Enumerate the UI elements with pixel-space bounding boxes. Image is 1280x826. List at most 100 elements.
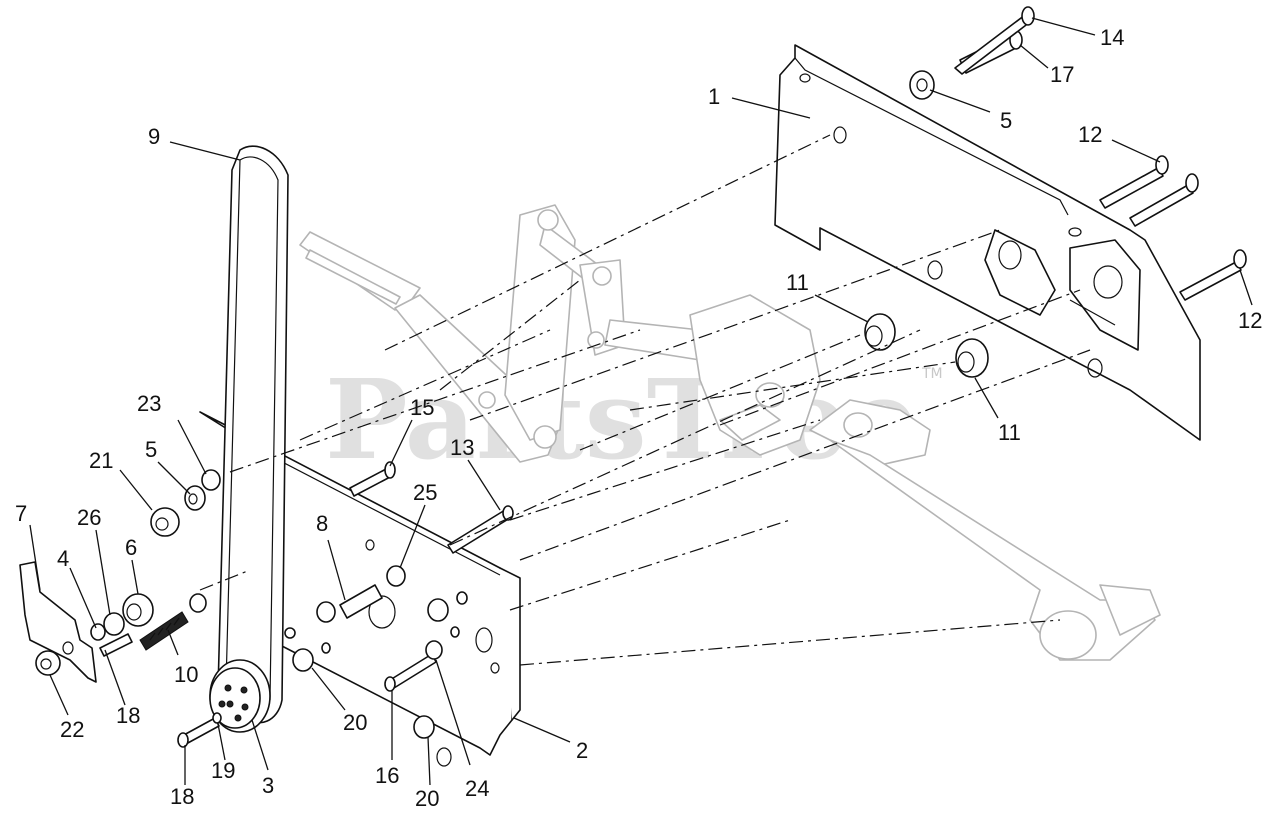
leader-19	[217, 723, 226, 761]
align-line-14	[229, 329, 641, 473]
plate-flange	[499, 567, 521, 721]
leader-25	[399, 504, 426, 569]
leader-10	[167, 629, 179, 656]
ghost-pedal-pad	[299, 231, 421, 311]
align-line-2	[439, 279, 581, 391]
leader-6	[131, 559, 139, 595]
leader-2	[513, 717, 571, 743]
washer-plate-2	[450, 626, 460, 638]
small-bracket-hole	[62, 641, 74, 655]
bracket-slot	[1069, 299, 1116, 326]
leader-15	[389, 419, 413, 467]
pin-14-head	[1021, 6, 1035, 26]
bracket-hole-5	[1068, 227, 1082, 237]
leader-22	[49, 674, 69, 716]
bracket-ear	[984, 229, 1056, 316]
plate-hole-large	[368, 595, 396, 629]
bushing-11-a-bore	[865, 325, 883, 347]
washer-26	[103, 612, 125, 636]
part-3-pulley	[209, 659, 271, 733]
nut-20-lower	[413, 715, 435, 739]
leader-17	[1019, 44, 1049, 69]
nut-22	[35, 650, 61, 676]
leader-14	[1031, 17, 1096, 36]
callout-25: 25	[413, 480, 437, 505]
washer-5-left	[184, 485, 206, 511]
callout-21: 21	[89, 448, 113, 473]
leader-26	[95, 529, 111, 616]
align-line-3	[299, 329, 551, 441]
ghost-brake-arm	[604, 294, 1161, 661]
ghost-pedal-assembly	[299, 204, 626, 463]
callout-24: 24	[465, 776, 489, 801]
callout-18-upper: 18	[116, 703, 140, 728]
callout-12-b: 12	[1238, 308, 1262, 333]
leader-13	[467, 459, 501, 511]
part-1-frame-bracket	[774, 44, 1201, 441]
callout-13: 13	[450, 435, 474, 460]
leader-1	[731, 97, 811, 119]
leader-4	[69, 567, 97, 629]
callout-19: 19	[211, 758, 235, 783]
part-9-belt	[217, 145, 289, 724]
callout-14: 14	[1100, 25, 1124, 50]
callout-17: 17	[1050, 62, 1074, 87]
callout-23: 23	[137, 391, 161, 416]
ghost-sector-plate	[689, 294, 821, 456]
align-line-1	[384, 134, 831, 351]
plate-hole-small-2	[490, 662, 500, 674]
callout-20-lower: 20	[415, 786, 439, 811]
washer-5-top	[909, 70, 935, 100]
pulley-hole-5	[234, 714, 242, 722]
pulley-hole-4	[241, 703, 249, 711]
pulley-hole-3	[226, 700, 234, 708]
callout-5-left: 5	[145, 437, 157, 462]
align-line-8	[449, 329, 921, 546]
pin-13-head	[502, 505, 514, 521]
stud-plate	[284, 627, 296, 639]
callout-11-b: 11	[998, 420, 1021, 445]
leader-lines	[29, 17, 1253, 786]
nut-22-bore	[40, 658, 52, 670]
ghost-pivot-top	[537, 209, 559, 231]
callout-10: 10	[174, 662, 198, 687]
washer-5-top-hole	[916, 78, 928, 92]
callout-2: 2	[576, 738, 588, 763]
ghost-long-arm	[829, 439, 1156, 661]
spacer-8	[339, 584, 383, 619]
bracket-hole-4	[799, 73, 811, 83]
bushing-4	[90, 623, 106, 641]
leader-18-upper	[104, 649, 126, 706]
alignment-lines	[199, 134, 1091, 666]
align-line-12	[519, 619, 1061, 666]
align-line-10	[519, 349, 1091, 561]
bolt-16-head	[384, 676, 396, 692]
nut-spring-end	[189, 593, 207, 613]
bolt-12-a-head	[1155, 155, 1169, 175]
callout-12-a: 12	[1078, 122, 1102, 147]
pulley-hole-2	[240, 686, 248, 694]
belt-inner	[225, 156, 279, 701]
callout-labels: 1 2 3 4 5 5 6 7 8 9 10 11 11 12 12 13 14…	[15, 25, 1262, 811]
ghost-nut-3	[592, 266, 612, 286]
align-line-5	[579, 334, 861, 451]
ghost-arm-block	[1099, 584, 1161, 636]
leader-11-b	[974, 377, 999, 419]
ghost-arm-end	[1039, 610, 1097, 660]
callout-5-top: 5	[1000, 108, 1012, 133]
washer-20-left	[321, 642, 331, 654]
plate-hole-small	[365, 539, 375, 551]
leader-9	[169, 141, 241, 161]
washer-5-left-hole	[188, 493, 198, 505]
align-line-11	[509, 519, 791, 611]
nut-23	[201, 469, 221, 491]
leader-8	[327, 539, 346, 601]
nut-20-left	[292, 648, 314, 672]
nut-25	[386, 565, 406, 587]
bracket-hole-3	[833, 126, 847, 144]
leader-24	[435, 659, 471, 766]
callout-22: 22	[60, 717, 84, 742]
ghost-pivot-bushing	[843, 412, 873, 438]
